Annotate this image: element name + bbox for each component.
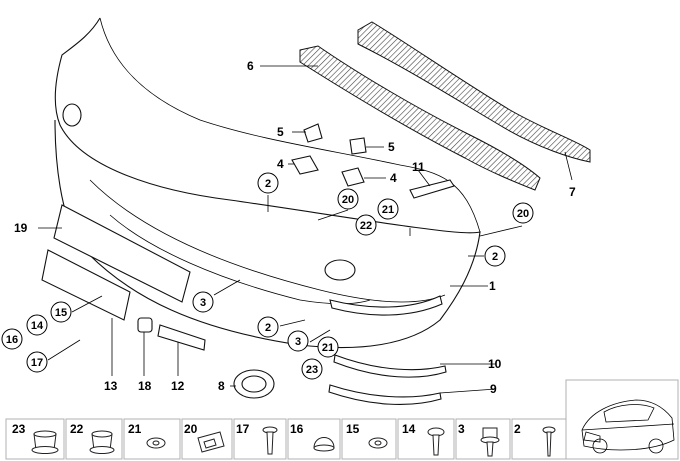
callout-4a: 4	[277, 157, 284, 171]
svg-text:14: 14	[31, 320, 44, 332]
callout-14: 14	[26, 314, 48, 336]
leader-lines	[38, 65, 573, 394]
legend-label-23: 23	[12, 422, 26, 436]
svg-text:2: 2	[492, 251, 498, 263]
fog-lamp-opening	[324, 259, 356, 281]
screw-17-icon	[262, 426, 278, 455]
legend-label-14: 14	[402, 422, 416, 436]
fastener-legend: 23 22 21 20 17 16 15 14 3 2	[5, 379, 679, 460]
callout-6: 6	[247, 59, 254, 73]
svg-text:20: 20	[342, 194, 354, 206]
svg-text:16: 16	[6, 334, 18, 346]
legend-label-15: 15	[346, 422, 360, 436]
legend-label-20: 20	[184, 422, 198, 436]
clip-20-icon	[197, 431, 225, 453]
callout-5a: 5	[277, 125, 284, 139]
callout-1: 1	[489, 279, 496, 293]
washer-15-icon	[368, 437, 388, 449]
legend-label-2: 2	[514, 422, 521, 436]
legend-label-17: 17	[236, 422, 250, 436]
reinforcement-7	[357, 21, 591, 163]
bracket-4a	[291, 155, 319, 175]
svg-text:15: 15	[55, 307, 67, 319]
callout-16: 16	[1, 328, 23, 350]
legend-label-3: 3	[458, 422, 465, 436]
callout-21b: 21	[317, 336, 339, 358]
callout-11: 11	[412, 160, 425, 174]
bolt-3-icon	[480, 427, 500, 457]
license-plate-holder	[41, 249, 131, 321]
callout-2b: 2	[484, 245, 506, 267]
callout-10: 10	[488, 357, 502, 371]
svg-text:21: 21	[322, 342, 334, 354]
bracket-4b	[341, 167, 365, 187]
callout-4b: 4	[390, 171, 397, 185]
reinforcement-6	[299, 45, 541, 191]
callout-12: 12	[171, 379, 185, 393]
cover-cap-5b	[349, 137, 367, 155]
callout-17: 17	[26, 351, 48, 373]
callout-3b: 3	[287, 330, 309, 352]
legend-label-22: 22	[70, 422, 84, 436]
callout-20b: 20	[512, 202, 534, 224]
callout-22: 22	[355, 214, 377, 236]
callout-18: 18	[138, 379, 152, 393]
bumper-top-edge	[99, 17, 481, 233]
callout-2a: 2	[257, 172, 279, 194]
screw-14-icon	[427, 427, 445, 456]
washer-21-icon	[146, 437, 166, 449]
moulding-9	[328, 384, 442, 405]
callout-7: 7	[569, 185, 576, 199]
callout-8: 8	[218, 379, 225, 393]
bumper-lower-lip	[89, 179, 446, 303]
headlamp-washer-opening	[62, 103, 82, 127]
callout-3a: 3	[192, 291, 214, 313]
moulding-10	[333, 354, 447, 378]
fog-lamp-ring-8-inner	[241, 375, 267, 393]
legend-label-16: 16	[290, 422, 304, 436]
svg-text:22: 22	[360, 220, 372, 232]
vehicle-thumbnail	[581, 399, 675, 454]
callout-9: 9	[490, 382, 497, 396]
trim-strip-12	[157, 324, 206, 351]
svg-text:2: 2	[265, 322, 271, 334]
callout-13: 13	[104, 379, 118, 393]
svg-text:21: 21	[382, 204, 394, 216]
holder-11	[409, 179, 455, 199]
grommet-22-icon	[89, 430, 115, 454]
lower-trim-strip	[329, 295, 443, 316]
callout-15: 15	[50, 301, 72, 323]
svg-text:23: 23	[306, 364, 318, 376]
grommet-23-icon	[31, 430, 59, 454]
callout-21a: 21	[377, 198, 399, 220]
svg-text:3: 3	[200, 297, 206, 309]
svg-text:17: 17	[31, 357, 43, 369]
legend-label-21: 21	[128, 422, 142, 436]
callout-5b: 5	[388, 140, 395, 154]
license-plate-base-19	[53, 204, 191, 303]
svg-text:20: 20	[517, 208, 529, 220]
svg-text:3: 3	[295, 336, 301, 348]
callout-23: 23	[301, 358, 323, 380]
cover-cap-5a	[303, 123, 323, 143]
screw-2-icon	[542, 426, 556, 457]
cap-16-icon	[313, 437, 335, 452]
svg-text:2: 2	[265, 178, 271, 190]
clip-18	[137, 317, 153, 333]
callout-2c: 2	[257, 316, 279, 338]
callout-20a: 20	[337, 188, 359, 210]
callout-19: 19	[14, 221, 28, 235]
